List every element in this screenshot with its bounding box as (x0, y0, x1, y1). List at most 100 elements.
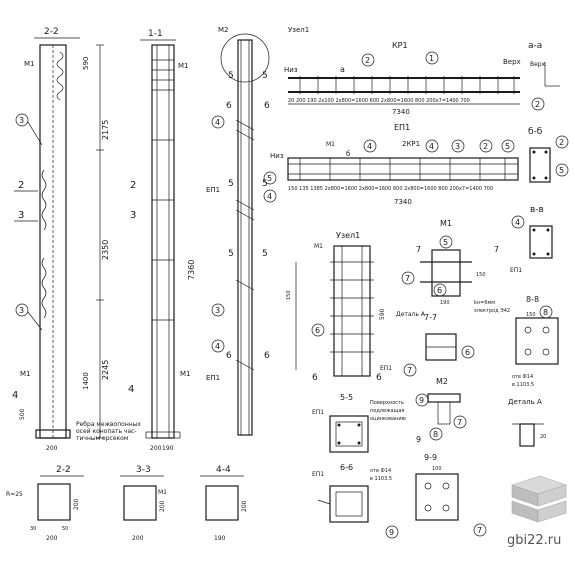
callout-3b: 3 (19, 306, 24, 315)
label-section-9-9: 9-9 (424, 453, 437, 462)
m1-detail: М1 7 7 5 7 6 190 150 Деталь А kн=6мм эле… (396, 219, 510, 318)
sec-marker-5a: 5 (228, 71, 234, 81)
callout-2a: 2 (365, 56, 370, 65)
label-ep1-55: ЕП1 (312, 409, 324, 416)
label-m1-1-1-bottom: М1 (180, 370, 191, 378)
dim-200-33v: 200 (159, 500, 166, 512)
sec-marker-9: 9 (416, 435, 421, 444)
dims-top-row: 20 200 190 2х100 2x800=1600 600 2х800=16… (288, 98, 470, 104)
dim-100-99: 100 (432, 466, 442, 472)
sec-marker-5c: 5 (228, 179, 234, 189)
label-ep1-66: ЕП1 (312, 471, 324, 478)
sec-marker-5b: 5 (262, 71, 268, 81)
label-verh: Верх (503, 58, 521, 66)
label-m2-top: М2 (218, 26, 229, 34)
label-detail-a: Деталь А (396, 311, 426, 318)
note-surface-3: оцинкованию (370, 416, 406, 422)
dims-mid-row: 150 135 1385 2x800=1600 2x800=1600 600 2… (288, 186, 493, 192)
callout-5b: 5 (267, 174, 272, 183)
dim-50-22: 50 (62, 526, 68, 532)
callout-1: 1 (429, 54, 434, 63)
section-4-4: 4-4 190 200 (200, 465, 248, 542)
dim-190-44: 190 (214, 535, 226, 542)
label-ep1-a: ЕП1 (206, 186, 220, 194)
section-7-7: 7-7 6 7 (403, 313, 475, 377)
label-uzel1-top: Узел1 (288, 26, 309, 34)
column-elevation-left: 2-2 2175 2350 2245 590 1400 2 2 3 3 4 4 … (12, 27, 141, 452)
dim-7360: 7360 (187, 260, 196, 280)
label-section-8-8: 8-8 (526, 295, 539, 304)
dim-1400: 1400 (82, 372, 90, 390)
symbol-a: а (340, 65, 345, 74)
section-b-b: б-б 2 5 (528, 127, 569, 183)
dim-20-det: 20 (540, 434, 546, 440)
dim-200-44v: 200 (241, 500, 248, 512)
sec-marker-3-right: 3 (130, 210, 136, 221)
dim-590: 590 (82, 57, 90, 70)
dim-150-uzel: 150 (286, 290, 292, 300)
section-a-a: а-а 2 Верх (528, 41, 560, 111)
section-6-6: 6-6 ЕП1 (312, 463, 369, 523)
label-niz-2: Низ (270, 152, 284, 160)
label-kp1: КР1 (392, 41, 408, 50)
callout-9b: 9 (389, 528, 394, 537)
callout-4c: 4 (367, 142, 372, 151)
sec-marker-7a: 7 (416, 245, 421, 254)
callout-6c: 6 (465, 348, 470, 357)
gbi22-logo-icon (511, 475, 567, 523)
sec-marker-4-right: 4 (128, 384, 134, 395)
dim-150-88: 150 (526, 312, 536, 318)
section-9-9: 9-9 9 7 отв Ф14 в 1103.5 100 (370, 453, 487, 539)
b1035-99: в 1103.5 (370, 476, 392, 482)
callout-7b: 7 (407, 366, 412, 375)
dim-2350: 2350 (101, 240, 110, 260)
dim-30-22: 30 (30, 526, 36, 532)
label-section-5-5: 5-5 (340, 393, 353, 402)
callout-8a: 8 (543, 308, 548, 317)
ep1-frame-mid: ЕП1 2КР1 Низ М1 4 4 3 2 5 б 150 135 1385… (263, 123, 519, 206)
uzel1-detail: Узел1 М1 590 150 6 6 ЕП1 6 (286, 231, 392, 383)
note-rebar-1: Ребра межвопонных (76, 421, 141, 428)
label-m2: М2 (436, 377, 448, 386)
label-m-uzel: М1 (314, 243, 323, 250)
dim-190-1-1: 190 (162, 445, 174, 452)
label-detail-a-2: Деталь А (508, 398, 542, 406)
label-section-top: 2-2 (44, 27, 59, 37)
label-ep1-b: ЕП1 (206, 374, 220, 382)
callout-7c: 7 (457, 418, 462, 427)
sec-marker-5d: 5 (262, 179, 268, 189)
callout-2c: 2 (483, 142, 488, 151)
kp1-frame-top: КР1 1 2 Низ Верх а 20 200 190 2х100 2x80… (284, 41, 521, 116)
label-section-v-v: в-в (530, 205, 544, 215)
callout-6b: 6 (437, 286, 442, 295)
label-m1-bottom: М1 (20, 370, 31, 378)
sec-marker-6b: 6 (264, 101, 270, 111)
callout-3a: 3 (19, 116, 24, 125)
label-verh-aa: Верх (530, 61, 546, 68)
dim-190-m1: 190 (440, 300, 450, 306)
callout-6a: 6 (315, 326, 320, 335)
label-uzel1: Узел1 (336, 231, 360, 240)
callout-2b: 2 (535, 100, 540, 109)
b1035-88: в 1103.5 (512, 382, 534, 388)
callout-5a: 5 (505, 142, 510, 151)
sec-marker-4-left: 4 (12, 390, 18, 401)
callout-2d: 2 (559, 138, 564, 147)
label-section-a-a: а-а (528, 41, 542, 51)
callout-4d: 4 (429, 142, 434, 151)
callout-8b: 8 (433, 430, 438, 439)
note-surface-2: подлежащая (370, 408, 404, 414)
callout-7d: 7 (477, 526, 482, 535)
callout-3d: 3 (455, 142, 460, 151)
dim-7340-mid: 7340 (394, 198, 412, 206)
section-2-2: 2-2 R=25 200 200 30 50 (6, 465, 84, 542)
m2-detail: М2 9 7 8 Поверхность подлежащая оцинкова… (370, 377, 467, 444)
section-5-5: 5-5 ЕП1 (312, 393, 369, 453)
sec-marker-3-left: 3 (18, 210, 24, 221)
section-3-3: 3-3 М1 200 200 (120, 465, 167, 542)
otv-88: отв Ф14 (512, 374, 533, 380)
label-section-2-2: 2-2 (56, 465, 71, 475)
dim-590-uzel: 590 (379, 308, 386, 320)
label-section-b-b: б-б (528, 127, 543, 137)
reinforcement-cage: М2 Узел1 5 5 6 6 5 5 5 5 6 6 ЕП1 ЕП1 4 3… (206, 26, 309, 436)
